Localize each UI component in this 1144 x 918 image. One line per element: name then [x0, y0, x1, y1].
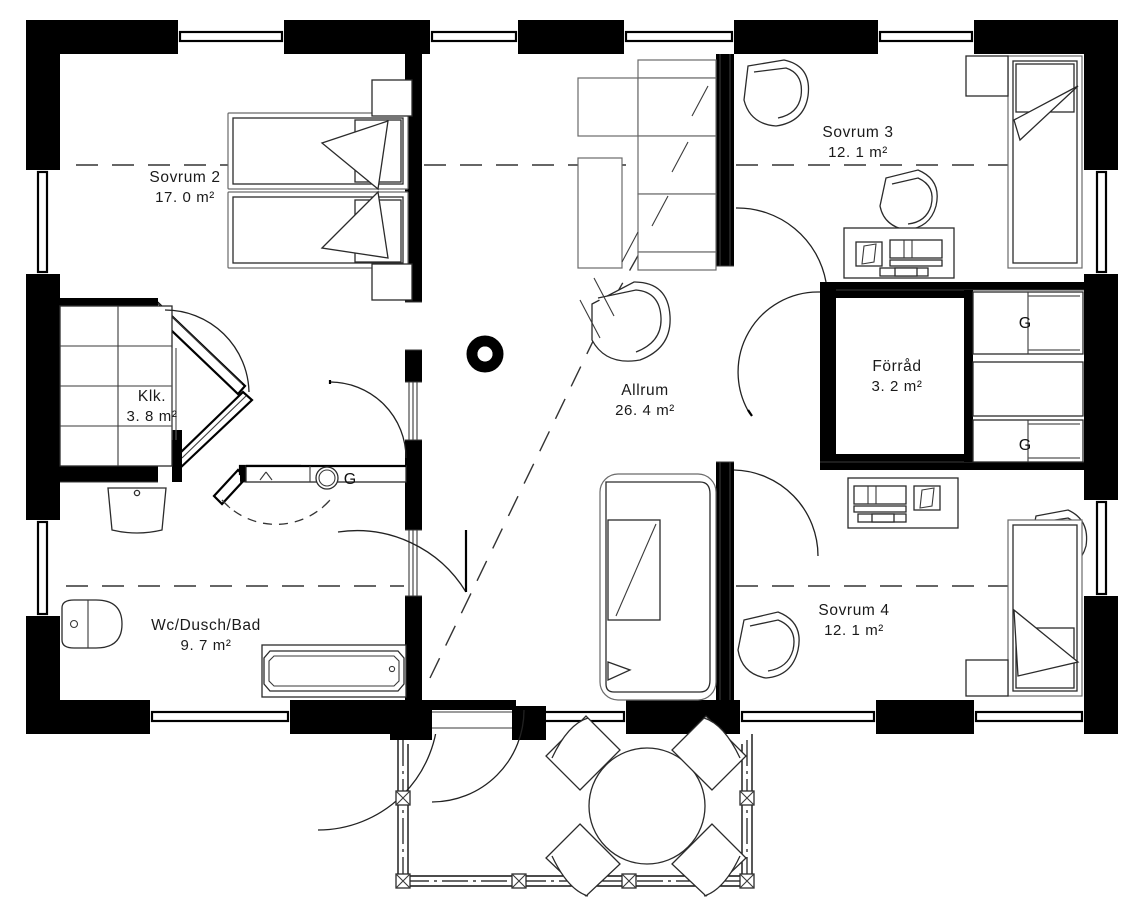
shower-enclosure [221, 499, 331, 526]
room-label-sovrum3-name: Sovrum 3 [822, 124, 893, 141]
bathtub [261, 644, 407, 698]
desk-sovrum-4 [847, 477, 959, 529]
door-swings [164, 207, 827, 831]
washbasin [107, 487, 167, 534]
bed-sovrum-4 [965, 519, 1083, 697]
wardrobe-marker-forrad-upper: G [1019, 315, 1031, 332]
terrace-chair-nw [545, 715, 621, 791]
terrace-chair-sw [545, 823, 621, 897]
beds-sovrum-2 [227, 79, 413, 301]
sectional-sofa [577, 59, 717, 271]
room-label-klk-name: Klk. [138, 388, 166, 405]
desk-sovrum-3 [843, 227, 955, 279]
deck-posts [395, 790, 755, 889]
room-label-sovrum2-area: 17. 0 m² [155, 189, 215, 206]
wardrobe-marker-hall: G [344, 471, 356, 488]
room-label-sovrum2-name: Sovrum 2 [149, 169, 220, 186]
terrace-chair-ne [671, 715, 747, 791]
armchair-sovrum3-a [743, 59, 810, 127]
room-labels: Sovrum 2 17. 0 m² Sovrum 3 12. 1 m² Allr… [127, 124, 923, 654]
room-label-sovrum4-area: 12. 1 m² [824, 622, 884, 639]
room-label-klk-area: 3. 8 m² [127, 408, 178, 425]
room-label-allrum-name: Allrum [621, 382, 669, 399]
wardrobe-units [972, 291, 1084, 463]
toilet [61, 599, 123, 649]
armchair-allrum [579, 277, 671, 362]
terrace-chair-se [671, 823, 747, 897]
lower-seating-allrum [599, 473, 717, 701]
round-column [466, 335, 504, 373]
room-label-allrum-area: 26. 4 m² [615, 402, 675, 419]
wardrobe-marker-forrad-lower: G [1019, 437, 1031, 454]
bed-sovrum-3 [965, 55, 1083, 269]
room-label-sovrum4-name: Sovrum 4 [818, 602, 889, 619]
room-label-forrad-area: 3. 2 m² [872, 378, 923, 395]
hall-counter [245, 464, 407, 490]
closet-shelving [59, 305, 177, 467]
room-label-wcdusch-name: Wc/Dusch/Bad [151, 617, 261, 634]
armchair-sovrum3-b [879, 169, 938, 231]
room-label-forrad-name: Förråd [872, 358, 921, 375]
window-openings [26, 20, 1118, 734]
interior-walls [60, 54, 1084, 700]
room-label-wcdusch-area: 9. 7 m² [181, 637, 232, 654]
room-label-sovrum3-area: 12. 1 m² [828, 144, 888, 161]
armchair-sovrum4-b [737, 611, 800, 679]
terrace-furniture [545, 715, 747, 897]
wardrobe-g-markers: G G G [344, 315, 1031, 488]
